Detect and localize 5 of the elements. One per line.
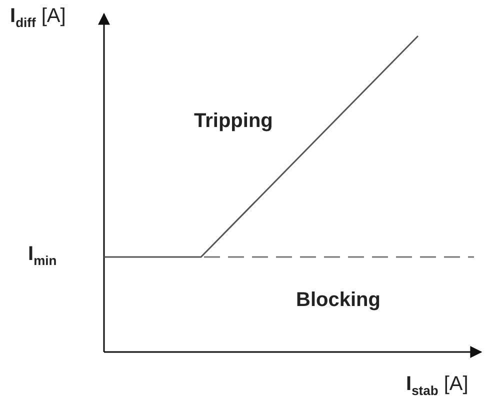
- axis-label: I$_{stab}$ [A]: [406, 372, 468, 399]
- region-label: Tripping: [194, 109, 273, 133]
- threshold-label: I$_{min}$: [28, 242, 57, 269]
- region-label: Blocking: [296, 288, 380, 312]
- axis-label: I$_{diff}$ [A]: [10, 4, 66, 31]
